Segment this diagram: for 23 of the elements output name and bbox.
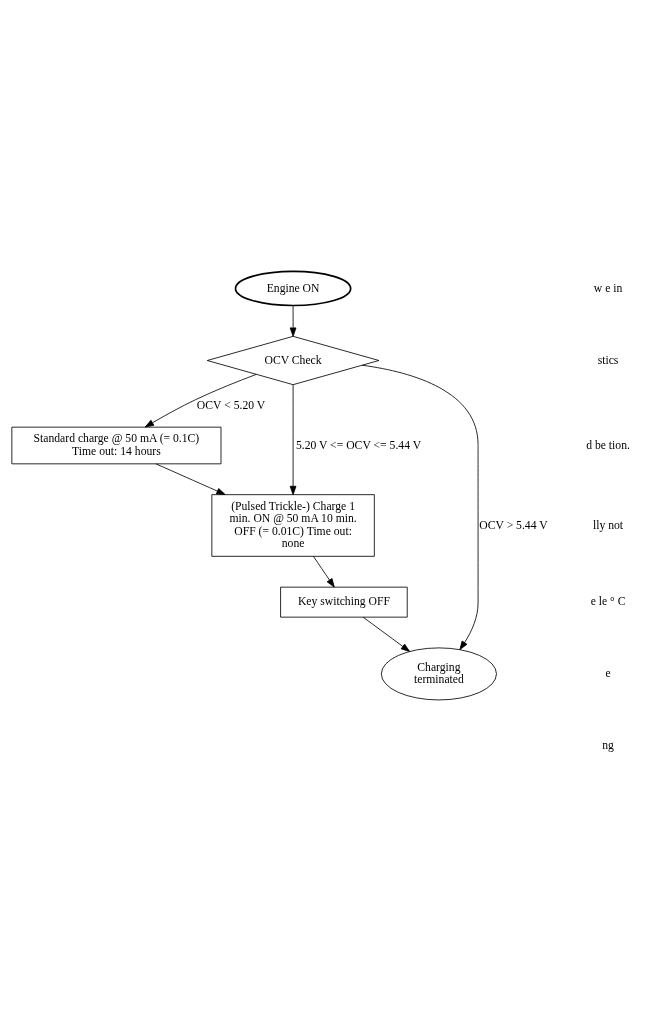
label: w e in [593, 281, 623, 295]
edge-label: OCV > 5.44 V [479, 518, 548, 532]
label: e [605, 667, 611, 680]
arrow [144, 374, 257, 428]
label: lly not [593, 518, 624, 532]
arrow [313, 556, 335, 588]
label: d be tion. [586, 438, 630, 452]
node-diamond: OCV Check [206, 335, 380, 386]
node-box: Key switching OFF [280, 586, 408, 618]
label: stics [597, 353, 619, 367]
arrow [289, 384, 297, 496]
arrow [155, 463, 226, 495]
arrow [289, 305, 297, 337]
node-ellipse: Engine ON [234, 270, 352, 307]
node-box: (Pulsed Trickle-) Charge 1 min. ON @ 50 mA 10 min. OFF (= 0.01C) Time out: none [211, 494, 375, 557]
node-box: Standard charge @ 50 mA (= 0.1C) Time out: 14 hours [11, 426, 222, 465]
arrow [362, 616, 410, 652]
node-ellipse: Charging terminated [380, 647, 497, 701]
label: e le ° C [590, 595, 626, 609]
edge-label: 5.20 V <= OCV <= 5.44 V [295, 438, 422, 452]
label: ng [602, 738, 614, 752]
arrow [361, 364, 479, 650]
edge-label: OCV < 5.20 V [196, 399, 266, 412]
